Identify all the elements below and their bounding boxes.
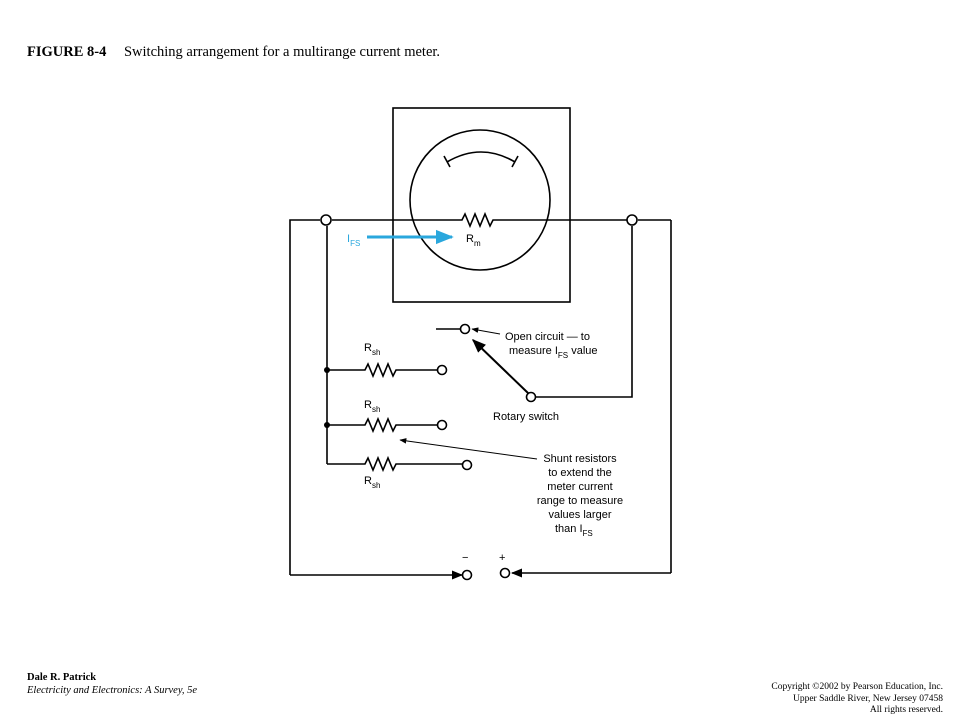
shunt-label-2: Rsh (364, 399, 380, 414)
meter-scale-arc (446, 151, 516, 163)
copyright-line-2: Upper Saddle River, New Jersey 07458 (792, 693, 943, 704)
footer-author: Dale R. Patrick (27, 672, 97, 683)
junction-dot-2 (324, 422, 330, 428)
footer-book-title: Electricity and Electronics: A Survey, 5… (27, 685, 198, 696)
negative-terminal (461, 569, 473, 581)
outer-left-wire (289, 219, 320, 575)
meter-resistor-label: Rm (466, 233, 481, 248)
shunt-label-1: Rsh (364, 342, 380, 357)
meter-scale-tick-right (511, 155, 519, 168)
meter-housing (392, 107, 571, 303)
copyright-line-1: Copyright ©2002 by Pearson Education, In… (771, 682, 943, 692)
junction-dot-1 (324, 367, 330, 373)
meter-face (409, 129, 551, 271)
positive-terminal (499, 567, 511, 579)
current-label: IFS (347, 233, 360, 248)
copyright-line-3: All rights reserved. (869, 705, 943, 715)
footer-copyright: Copyright ©2002 by Pearson Education, In… (771, 682, 943, 717)
terminal-top-left (320, 214, 332, 226)
shunt-note-line5: values larger (549, 509, 612, 521)
shunt-note-pointer (399, 438, 538, 460)
open-circuit-contact (459, 323, 471, 335)
footer-attribution: Dale R. Patrick Electricity and Electron… (27, 671, 197, 697)
shunt-note-line3: meter current (547, 481, 612, 493)
plus-sign: + (499, 552, 505, 564)
shunt-contact-3 (461, 459, 473, 471)
meter-scale-tick-left (443, 155, 451, 168)
open-circuit-pointer (471, 327, 501, 335)
shunt-resistor-1 (327, 361, 437, 379)
shunt-resistor-3 (327, 455, 463, 473)
shunt-contact-1 (436, 364, 448, 376)
figure-number: FIGURE 8-4 (27, 44, 107, 60)
rotary-switch-label: Rotary switch (493, 411, 559, 423)
open-circuit-note-line1: Open circuit — to (505, 331, 590, 343)
shunt-resistor-2 (327, 416, 437, 434)
rotary-switch-return-wire (536, 226, 633, 398)
terminal-top-right (626, 214, 638, 226)
shunt-label-3: Rsh (364, 475, 380, 490)
shunt-note-line2: to extend the (548, 467, 612, 479)
shunt-note-line6: than IFS (555, 523, 593, 538)
open-circuit-note-line2: measure IFS value (509, 345, 598, 360)
rotary-switch-pivot (525, 391, 537, 403)
minus-sign: − (462, 552, 468, 564)
figure-caption: FIGURE 8-4 Switching arrangement for a m… (27, 44, 440, 61)
shunt-note-line1: Shunt resistors (543, 453, 617, 465)
shunt-note-line4: range to measure (537, 495, 623, 507)
meter-resistor (332, 211, 627, 229)
figure-caption-text: Switching arrangement for a multirange c… (123, 44, 441, 60)
rotary-switch-arm (471, 339, 529, 394)
shunt-contact-2 (436, 419, 448, 431)
